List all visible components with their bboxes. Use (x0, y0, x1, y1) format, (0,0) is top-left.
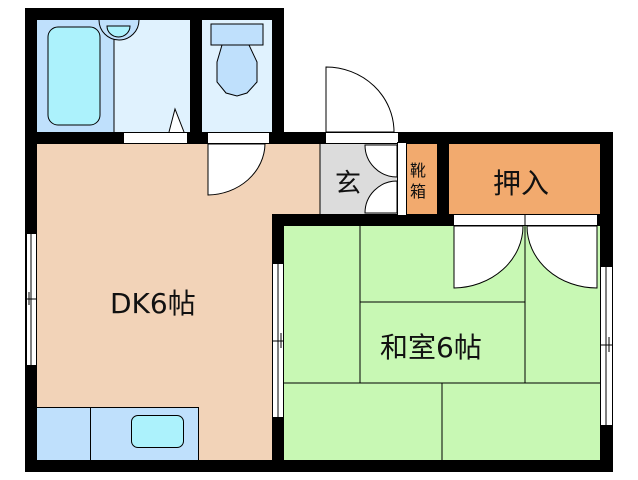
dk-door-swing (207, 143, 266, 196)
wall-toilet-right (272, 8, 284, 144)
bathtub (47, 26, 101, 126)
dk-label: DK6帖 (110, 287, 196, 320)
genkan-label: 玄 (335, 169, 362, 199)
shoebox (407, 144, 437, 214)
shoebox-label-top: 靴 (410, 161, 427, 180)
closet (449, 144, 600, 214)
toilet-tank (210, 23, 264, 46)
wall-shoebox-closet (437, 144, 449, 214)
closet-label: 押入 (493, 167, 550, 200)
kitchen-sink (131, 415, 184, 448)
counter-divider (90, 407, 91, 460)
shoebox-partition (397, 142, 407, 216)
wall-bottom (25, 460, 613, 472)
entrance-door-swing (325, 66, 395, 133)
toilet-bowl (216, 44, 258, 97)
washroom-door-gap (124, 132, 187, 144)
wall-top-bath (25, 8, 284, 20)
washitsu-label: 和室6帖 (380, 331, 482, 364)
shoebox-label-bottom: 箱 (410, 182, 427, 201)
wall-bath-toilet (190, 20, 202, 144)
